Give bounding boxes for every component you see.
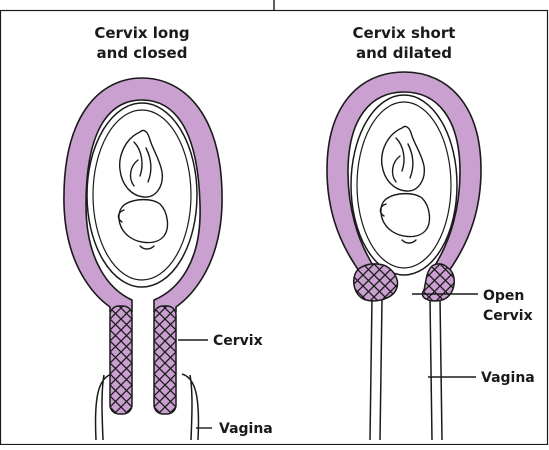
cervix-left-lip [354, 264, 398, 301]
label-open: Open [483, 288, 524, 304]
label-cervix: Cervix [213, 333, 263, 349]
amniotic-sac [351, 95, 457, 275]
title-line-1: Cervix long [94, 24, 189, 42]
cervix-left-wall [110, 306, 132, 414]
label-vagina: Vagina [219, 421, 273, 437]
title-line-2: and dilated [356, 44, 452, 62]
title-line-2: and closed [97, 44, 188, 62]
label-cervix: Cervix [483, 308, 533, 324]
cervix-right-wall [154, 306, 176, 414]
title-line-1: Cervix short [353, 24, 456, 42]
label-vagina: Vagina [481, 370, 535, 386]
